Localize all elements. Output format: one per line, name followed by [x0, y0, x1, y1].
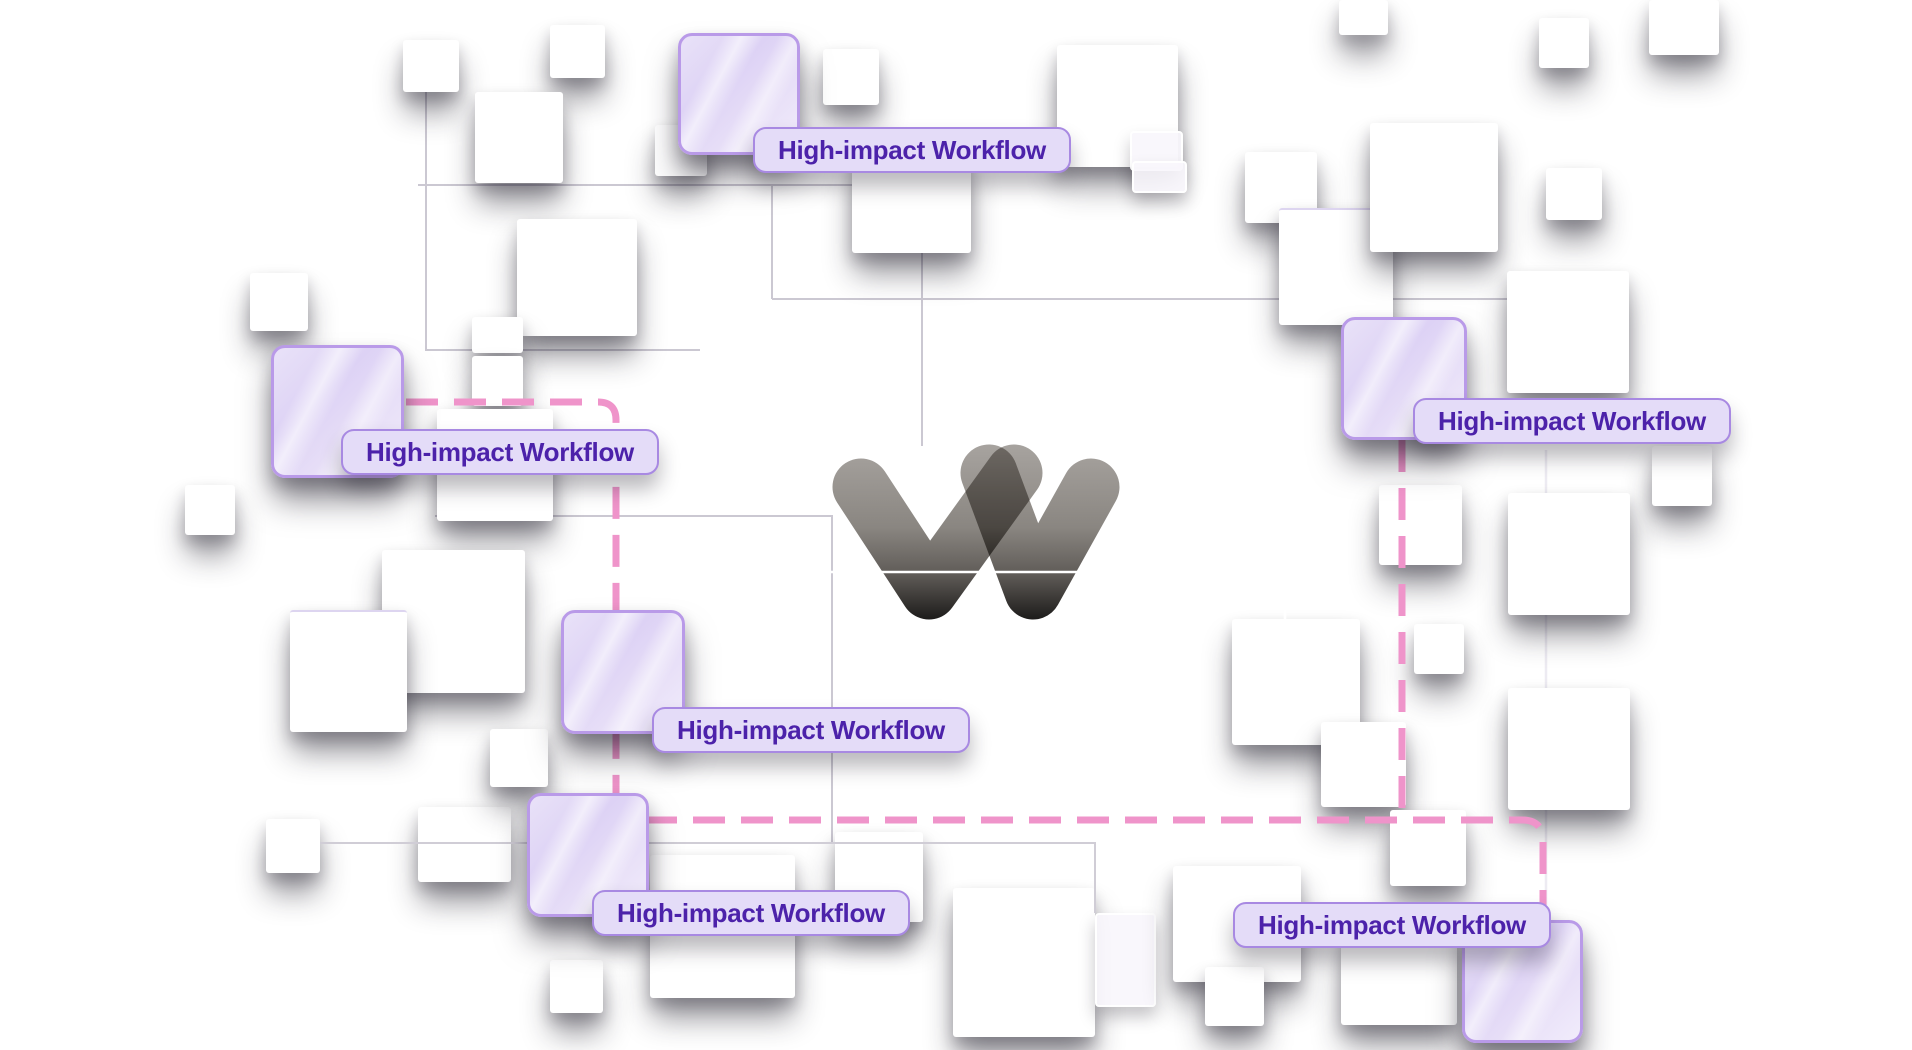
card-square	[1507, 271, 1629, 393]
card-square	[418, 807, 511, 882]
card-square	[475, 92, 563, 183]
card-square	[1508, 688, 1630, 810]
card-square	[490, 729, 548, 787]
ghost-square	[1132, 161, 1187, 193]
card-square	[1339, 0, 1388, 35]
workflow-badge[interactable]: High-impact Workflow	[652, 707, 970, 753]
ghost-square	[1095, 913, 1156, 1007]
card-square	[550, 960, 603, 1013]
card-square	[1390, 810, 1466, 886]
card-square	[472, 317, 523, 353]
card-square	[1649, 0, 1719, 55]
card-square	[472, 356, 523, 406]
card-square	[1508, 493, 1630, 615]
card-square	[1546, 168, 1602, 220]
card-square	[185, 485, 235, 535]
workflow-badge[interactable]: High-impact Workflow	[341, 429, 659, 475]
card-square	[1370, 123, 1498, 252]
card-square	[1379, 485, 1462, 565]
card-square	[517, 219, 637, 336]
card-square	[266, 819, 320, 873]
card-square	[823, 49, 879, 105]
highlight-square	[1341, 317, 1467, 440]
card-square	[403, 40, 459, 92]
card-square	[1539, 18, 1589, 68]
workflow-badge[interactable]: High-impact Workflow	[1233, 902, 1551, 948]
card-square	[953, 888, 1095, 1037]
card-square	[1652, 446, 1712, 506]
card-square	[1414, 624, 1464, 674]
card-square	[550, 25, 605, 78]
card-square	[1321, 722, 1406, 807]
card-square	[250, 273, 308, 331]
workflow-badge[interactable]: High-impact Workflow	[592, 890, 910, 936]
workflow-badge[interactable]: High-impact Workflow	[753, 127, 1071, 173]
card-square	[290, 610, 407, 732]
workflow-badge[interactable]: High-impact Workflow	[1413, 398, 1731, 444]
card-square	[1205, 967, 1264, 1026]
